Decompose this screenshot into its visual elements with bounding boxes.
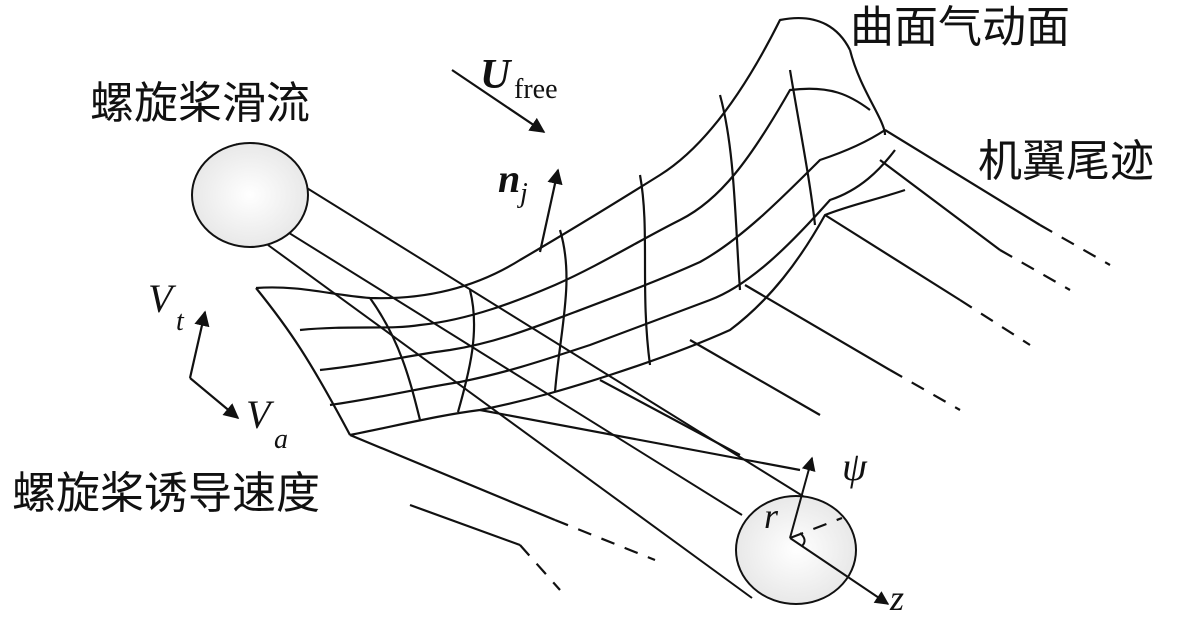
wake-line-3-dash xyxy=(959,299,1031,346)
v-a-arrow xyxy=(189,377,240,419)
wake-line-2-dash xyxy=(999,249,1071,291)
v-a-symbol: V xyxy=(246,392,275,437)
wake-line-4-dash xyxy=(889,369,961,411)
label-wing-wake: 机翼尾迹 xyxy=(978,136,1154,187)
wake-line-8 xyxy=(349,433,556,522)
wake-line-9-dash xyxy=(519,544,561,591)
wing-row-4 xyxy=(329,149,896,407)
z-arrow xyxy=(789,537,890,605)
tube-lower-edge xyxy=(267,244,753,599)
slipstream-tube xyxy=(191,142,857,605)
span-station-4 xyxy=(553,229,568,393)
wake-line-1 xyxy=(884,129,1041,226)
wake-line-3 xyxy=(824,214,961,301)
v-t-subscript: t xyxy=(176,306,185,337)
wing-trailing-edge xyxy=(349,188,906,437)
n-j-subscript: j xyxy=(517,178,528,209)
n-j-symbol: n xyxy=(498,156,520,201)
wake-line-5 xyxy=(689,339,821,416)
span-station-5 xyxy=(638,174,652,366)
psi-reference-line xyxy=(789,516,843,540)
label-propeller-induced-velocity: 螺旋桨诱导速度 xyxy=(12,468,320,519)
normal-vector-arrow xyxy=(538,168,563,253)
wing-surface-grid xyxy=(255,17,906,437)
wing-row-2 xyxy=(299,87,871,332)
wing-row-3 xyxy=(319,129,886,372)
wing-wake xyxy=(349,129,1111,591)
tube-rear-circle xyxy=(735,495,857,605)
z-symbol: z xyxy=(889,578,904,618)
u-free-arrow xyxy=(451,69,546,133)
v-a-subscript: a xyxy=(274,424,288,455)
induced-velocity-axes xyxy=(188,310,240,419)
span-station-2 xyxy=(369,297,422,421)
span-station-3 xyxy=(456,289,476,413)
label-curved-aero-surface: 曲面气动面 xyxy=(850,2,1070,53)
v-t-symbol: V xyxy=(148,276,177,321)
r-symbol: r xyxy=(764,496,779,536)
wake-line-4 xyxy=(744,284,891,371)
wake-line-2 xyxy=(879,159,1001,251)
span-station-7 xyxy=(788,69,817,226)
u-free-symbol: U xyxy=(480,52,513,98)
wake-line-8-dash xyxy=(554,518,656,562)
v-t-arrow xyxy=(188,310,210,379)
span-station-6 xyxy=(718,94,742,291)
wake-line-7 xyxy=(479,408,801,472)
wing-leading-edge xyxy=(255,17,851,300)
r-arrow xyxy=(789,456,816,539)
label-propeller-slipstream: 螺旋桨滑流 xyxy=(90,78,310,129)
wake-line-6 xyxy=(599,379,741,456)
rear-coordinate-axes xyxy=(789,456,890,605)
psi-angle-arc xyxy=(799,532,806,547)
wake-line-1-dash xyxy=(1039,224,1111,266)
span-station-1 xyxy=(255,287,351,436)
u-free-subscript: free xyxy=(514,74,558,105)
psi-symbol: ψ xyxy=(842,444,868,489)
span-station-8 xyxy=(848,49,887,136)
tube-front-circle xyxy=(191,142,309,248)
wake-line-9 xyxy=(409,503,521,547)
